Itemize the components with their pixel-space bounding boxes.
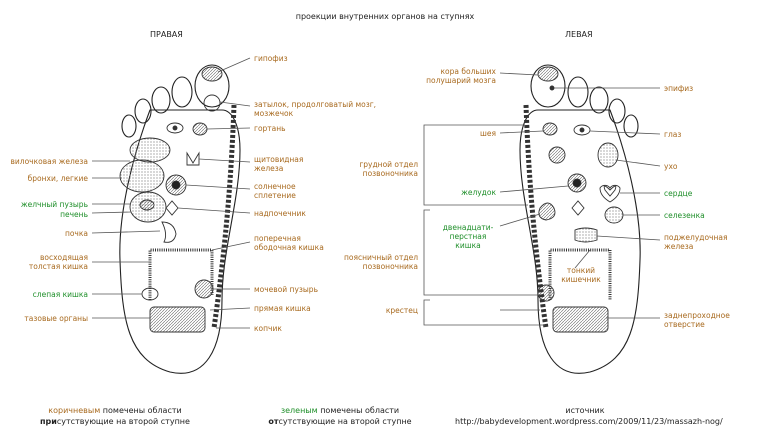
label-tonkiy-1: тонкий <box>566 266 596 275</box>
legend-brown-rest: помечены области <box>100 406 182 415</box>
label-krestec: крестец <box>385 306 418 315</box>
label-serdce: сердце <box>664 189 693 198</box>
right-larynx-zone <box>192 122 208 136</box>
left-cortex-zone <box>537 66 559 82</box>
label-shitovidnaya-1: щитовидная <box>254 155 304 164</box>
label-nadpochechnik: надпочечник <box>254 209 306 218</box>
label-gipofiz: гипофиз <box>254 54 288 63</box>
label-voshodyashaya-1: восходящая <box>39 253 88 262</box>
right-pelvic-zone <box>149 306 206 333</box>
label-shitovidnaya-2: железа <box>254 164 284 173</box>
left-spleen-zone <box>604 206 624 224</box>
right-thyroid-zone <box>186 151 200 166</box>
legend-source: источник http://babydevelopment.wordpres… <box>455 405 723 427</box>
label-poperechnaya-1: поперечная <box>254 234 301 243</box>
label-selezenka: селезенка <box>664 211 705 220</box>
legend-green-word: зеленым <box>280 406 318 415</box>
left-foot-outline <box>519 109 641 374</box>
left-big-toe <box>530 64 566 108</box>
right-kidney-zone <box>161 221 177 243</box>
label-podzheludochnaya-2: железа <box>664 242 694 251</box>
right-adrenal-zone <box>165 200 179 216</box>
label-dvenadcati-3: кишка <box>455 241 481 250</box>
left-intestine-zone <box>548 248 612 300</box>
label-bronhi: бронхи, легкие <box>27 174 88 183</box>
label-poperechnaya-2: ободочная кишка <box>254 243 324 252</box>
page-title: проекции внутренних органов на ступнях <box>295 12 475 21</box>
label-grudnoy-1: грудной отдел <box>359 160 418 169</box>
legend-brown-bold: при <box>40 417 57 426</box>
label-solnechnoe-2: сплетение <box>254 191 296 200</box>
label-slepaya: слепая кишка <box>32 290 88 299</box>
label-grudnoy-2: позвоночника <box>362 169 418 178</box>
label-pechen: печень <box>60 210 88 219</box>
label-zatylok-2: мозжечок <box>254 109 294 118</box>
left-eye-zone <box>573 124 591 136</box>
label-podzheludochnaya-1: поджелудочная <box>664 233 728 242</box>
right-bladder-zone <box>194 279 214 299</box>
right-foot-connectors <box>91 57 251 329</box>
label-dvenadcati-1: двенадцати- <box>442 223 494 232</box>
label-vilochkovaya: вилочковая железа <box>10 157 88 166</box>
label-uho: ухо <box>664 162 678 171</box>
left-epiphysis-zone <box>549 85 555 91</box>
right-foot-heading: ПРАВАЯ <box>150 30 183 39</box>
label-dvenadcati-2: перстная <box>449 232 487 241</box>
left-heart-zone <box>603 185 617 197</box>
left-foot-connectors <box>423 72 661 326</box>
legend-green: зеленым помечены области отсутствующие н… <box>255 405 425 427</box>
label-pryamaya: прямая кишка <box>254 304 311 313</box>
label-voshodyashaya-2: толстая кишка <box>28 262 88 271</box>
legend-green-rest: помечены области <box>317 406 400 415</box>
right-thymus-zone <box>129 137 171 163</box>
right-eye-zone <box>166 122 184 134</box>
label-gortan: гортань <box>254 124 286 133</box>
label-kopchik: копчик <box>254 324 282 333</box>
right-hypophysis-zone <box>201 66 223 82</box>
right-colon-zone <box>148 248 214 300</box>
left-duodenum-zone <box>538 202 556 221</box>
label-epifiz: эпифиз <box>664 84 694 93</box>
legend-green-line2: сутствующие на второй ступне <box>278 417 412 426</box>
label-poyasnichny-1: поясничный отдел <box>344 253 418 262</box>
right-foot-outline <box>119 109 241 374</box>
source-url[interactable]: http://babydevelopment.wordpress.com/200… <box>455 417 723 426</box>
left-pancreas-zone <box>574 227 598 243</box>
label-glaz: глаз <box>664 130 682 139</box>
label-zadneprohodnoe-2: отверстие <box>664 320 705 329</box>
label-zatylok-1: затылок, продолговатый мозг, <box>254 100 377 109</box>
right-lungs-zone <box>119 159 165 193</box>
label-kora-1: кора больших <box>440 67 496 76</box>
legend-brown-line2: сутствующие на второй ступне <box>56 417 190 426</box>
left-neck-zone <box>542 122 558 136</box>
legend-brown: коричневым помечены области присутствующ… <box>30 405 200 427</box>
legend-green-bold: от <box>268 417 279 426</box>
label-mochevoy: мочевой пузырь <box>254 285 318 294</box>
right-spine-zone <box>211 104 237 329</box>
left-foot-organs <box>523 66 624 333</box>
label-zheludok: желудок <box>461 188 496 197</box>
right-big-toe <box>194 64 230 108</box>
label-zhelchny: желчный пузырь <box>20 200 88 209</box>
left-spine-zone <box>523 104 549 329</box>
label-tazovye: тазовые органы <box>24 314 88 323</box>
label-poyasnichny-2: позвоночника <box>362 262 418 271</box>
left-foot-heading: ЛЕВАЯ <box>565 30 593 39</box>
label-sheya: шея <box>480 129 496 138</box>
label-tonkiy-2: кишечник <box>561 275 601 284</box>
label-pochka: почка <box>64 229 88 238</box>
left-ear-zone <box>597 142 619 168</box>
right-foot-drawing <box>119 64 241 374</box>
label-zadneprohodnoe-1: заднепроходное <box>664 311 730 320</box>
left-foot-drawing <box>519 64 641 374</box>
label-kora-2: полушарий мозга <box>426 76 496 85</box>
left-sacrum-zone <box>552 306 609 333</box>
source-label: источник <box>565 406 605 415</box>
label-solnechnoe-1: солнечное <box>254 182 296 191</box>
right-foot-organs <box>119 66 237 333</box>
legend-brown-word: коричневым <box>48 406 101 415</box>
